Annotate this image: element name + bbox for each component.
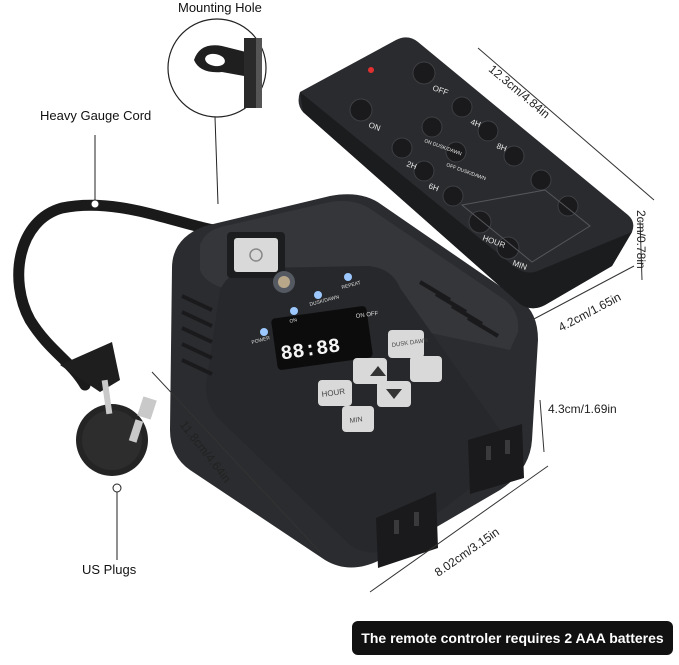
power-cord (13, 135, 231, 391)
timer-outlet-depth-dimension: 4.3cm/1.69in (548, 402, 617, 416)
us-plug (60, 342, 157, 560)
mounting-hole-label: Mounting Hole (178, 0, 262, 15)
remote-control (298, 37, 634, 309)
indicator-on-label: ON (289, 317, 298, 325)
remote-4h-label: 4H (469, 117, 482, 129)
outdoor-timer-device (170, 194, 538, 568)
battery-note-banner: The remote controler requires 2 AAA batt… (352, 621, 673, 655)
remote-on-label: ON (367, 120, 382, 133)
battery-note-text: The remote controler requires 2 AAA batt… (361, 630, 664, 646)
indicator-repeat-label: REPEAT (341, 280, 362, 291)
timer-hour-button-label: HOUR (321, 387, 346, 399)
us-plugs-label: US Plugs (82, 562, 137, 577)
mounting-hole-callout (167, 18, 267, 205)
remote-2h-label: 2H (405, 159, 418, 171)
timer-on-off-label: ON OFF (355, 311, 379, 320)
heavy-gauge-cord-label: Heavy Gauge Cord (40, 108, 152, 123)
timer-dusk-dawn-button-label: DUSK DAWN (391, 338, 428, 349)
remote-8h-label: 8H (495, 141, 508, 153)
indicator-power-label: POWER (251, 335, 271, 346)
timer-min-button-label: MIN (349, 416, 363, 425)
remote-thickness-dimension: 2cm/0.78in (634, 210, 648, 269)
remote-6h-label: 6H (427, 181, 440, 193)
dimension-lines (151, 47, 655, 593)
